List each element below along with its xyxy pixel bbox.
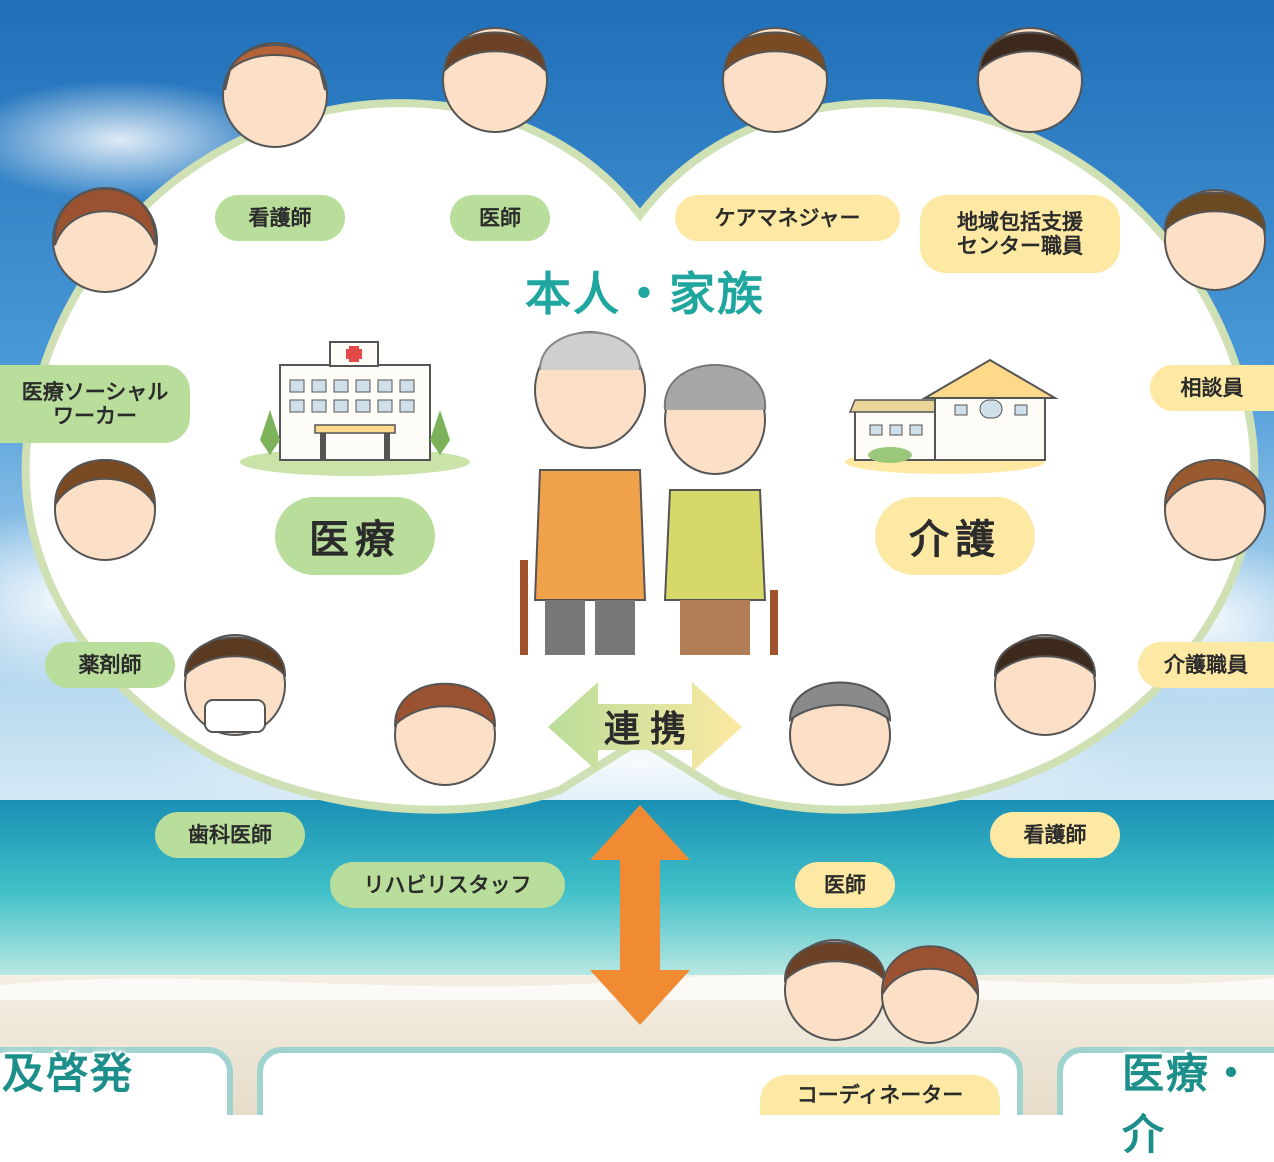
center-title: 本人・家族 xyxy=(525,267,765,321)
role-care-worker: 介護職員 xyxy=(1138,642,1274,688)
role-coordinator: コーディネーター xyxy=(760,1075,1000,1115)
role-pharmacist: 薬剤師 xyxy=(45,642,175,688)
vertical-double-arrow xyxy=(590,805,690,1025)
medical-category-label: 医療 xyxy=(309,517,401,563)
role-dentist: 歯科医師 xyxy=(155,812,305,858)
role-medical-social-worker: 医療ソーシャル ワーカー xyxy=(0,365,190,443)
role-doctor-bottom: 医師 xyxy=(795,862,895,908)
hospital-icon xyxy=(240,341,470,476)
connection-label: 連携 xyxy=(603,709,696,750)
background-scene xyxy=(0,0,1274,1115)
nurse-top-figure xyxy=(222,42,328,148)
medical-category-badge: 医療 xyxy=(275,497,435,575)
role-nurse-bottom: 看護師 xyxy=(990,812,1120,858)
role-care-manager: ケアマネジャー xyxy=(675,195,900,241)
role-doctor-top: 医師 xyxy=(450,195,550,241)
elderly-couple-illustration xyxy=(520,331,778,655)
connection-arrow xyxy=(548,682,742,772)
section-title-left: 普及啓発 xyxy=(0,1049,135,1098)
care-category-label: 介護 xyxy=(909,517,1001,563)
role-nurse-top: 看護師 xyxy=(215,195,345,241)
care-category-badge: 介護 xyxy=(875,497,1035,575)
role-community-center-staff: 地域包括支援 センター職員 xyxy=(920,195,1120,273)
role-rehab-staff: リハビリスタッフ xyxy=(330,862,565,908)
care-facility-icon xyxy=(845,358,1059,474)
role-consultant: 相談員 xyxy=(1150,365,1274,411)
people-illustrations xyxy=(52,27,1267,1044)
bottom-panel-left xyxy=(0,1047,233,1115)
bottom-panel-right xyxy=(1057,1047,1274,1115)
section-title-right: 医療・介 xyxy=(1122,1049,1255,1159)
